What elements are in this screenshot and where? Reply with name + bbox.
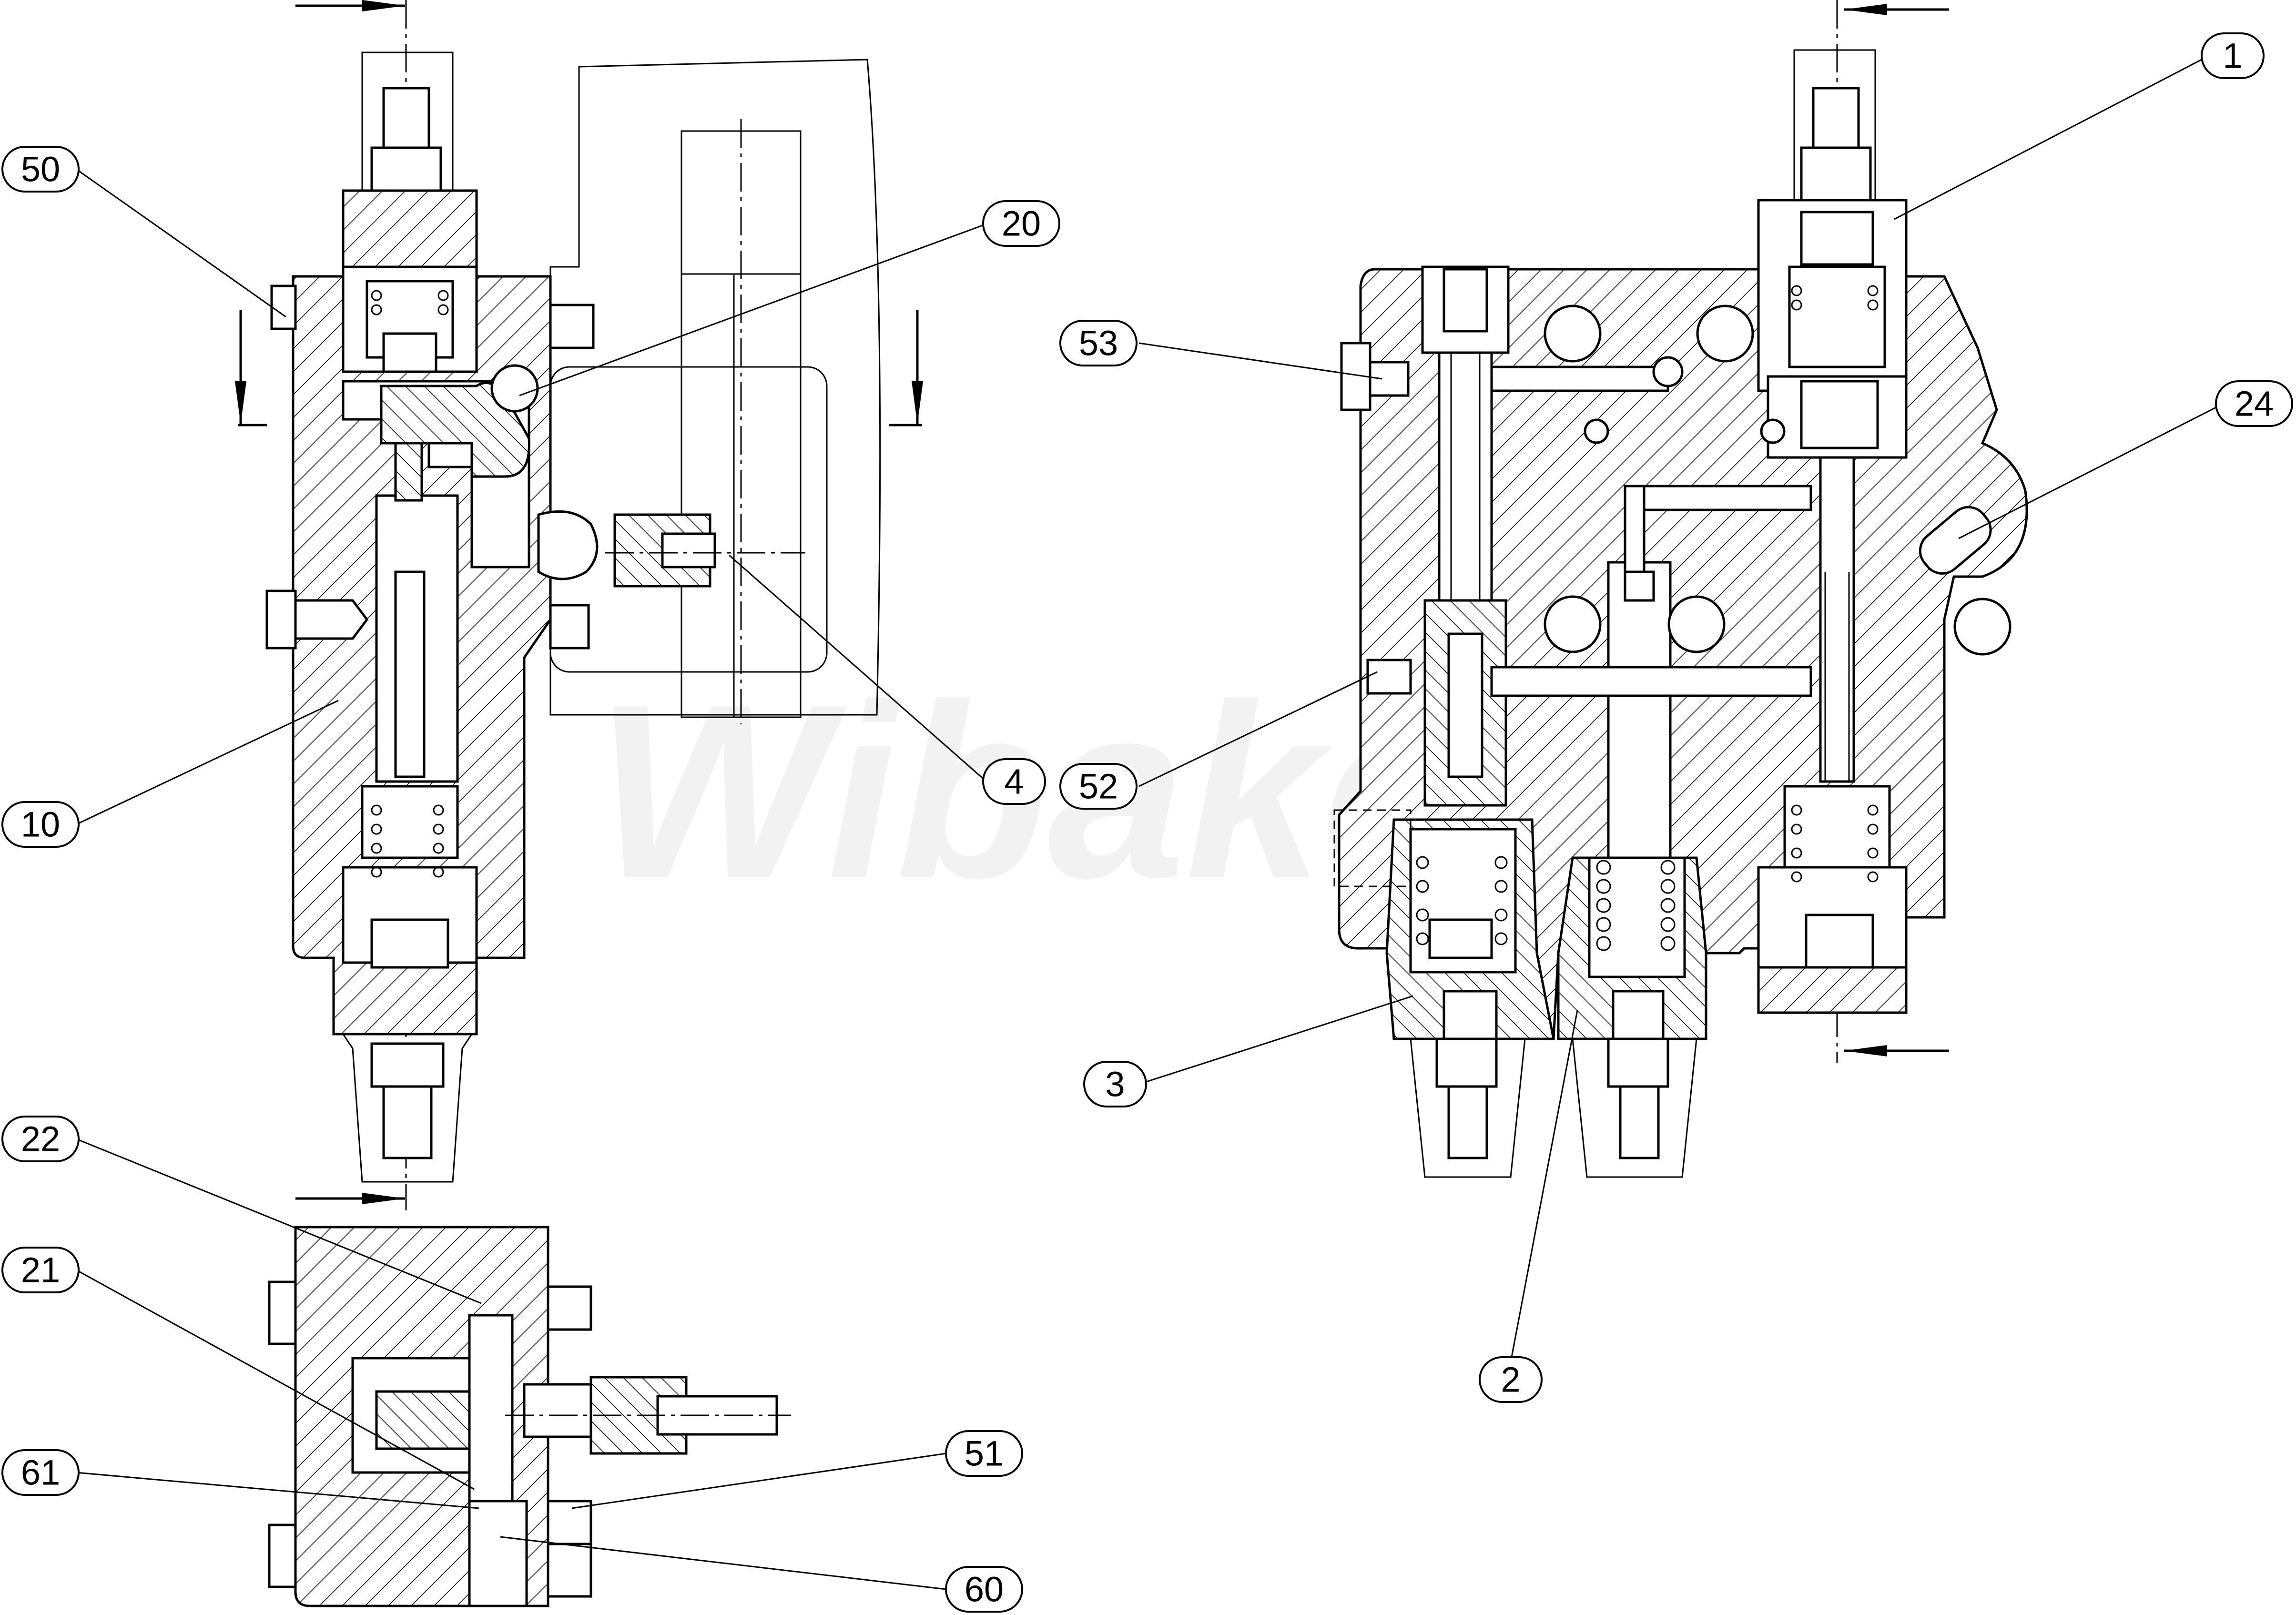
- left-section-view: [235, 0, 923, 1210]
- svg-text:52: 52: [1079, 767, 1118, 806]
- svg-text:2: 2: [1501, 1360, 1520, 1400]
- svg-text:51: 51: [965, 1434, 1004, 1473]
- callout-53: 53: [1059, 320, 1138, 366]
- svg-text:3: 3: [1105, 1065, 1125, 1104]
- svg-text:50: 50: [21, 150, 60, 189]
- callout-21: 21: [1, 1247, 80, 1293]
- svg-text:24: 24: [2235, 384, 2274, 424]
- svg-text:22: 22: [21, 1119, 60, 1159]
- callout-1: 1: [2201, 32, 2265, 79]
- callout-22: 22: [1, 1116, 80, 1162]
- callout-24: 24: [2215, 380, 2293, 427]
- bottom-detail-view: [268, 1226, 791, 1607]
- right-section-view: [1333, 0, 2028, 1178]
- callout-52: 52: [1059, 763, 1138, 810]
- callout-51: 51: [945, 1430, 1023, 1477]
- callout-4: 4: [982, 758, 1046, 805]
- svg-text:61: 61: [21, 1453, 60, 1493]
- svg-text:20: 20: [1002, 204, 1041, 244]
- svg-text:60: 60: [965, 1570, 1004, 1609]
- svg-text:21: 21: [21, 1250, 60, 1290]
- leader-lines: [76, 59, 2216, 1590]
- callout-61: 61: [1, 1449, 80, 1496]
- callout-60: 60: [945, 1566, 1023, 1613]
- svg-text:10: 10: [21, 805, 60, 844]
- callout-20: 20: [982, 200, 1060, 247]
- callout-2: 2: [1479, 1356, 1543, 1403]
- svg-text:1: 1: [2223, 36, 2242, 76]
- svg-text:53: 53: [1079, 324, 1118, 363]
- svg-text:4: 4: [1004, 762, 1024, 802]
- callout-3: 3: [1083, 1061, 1147, 1107]
- callout-50: 50: [1, 146, 80, 193]
- callout-10: 10: [1, 801, 80, 848]
